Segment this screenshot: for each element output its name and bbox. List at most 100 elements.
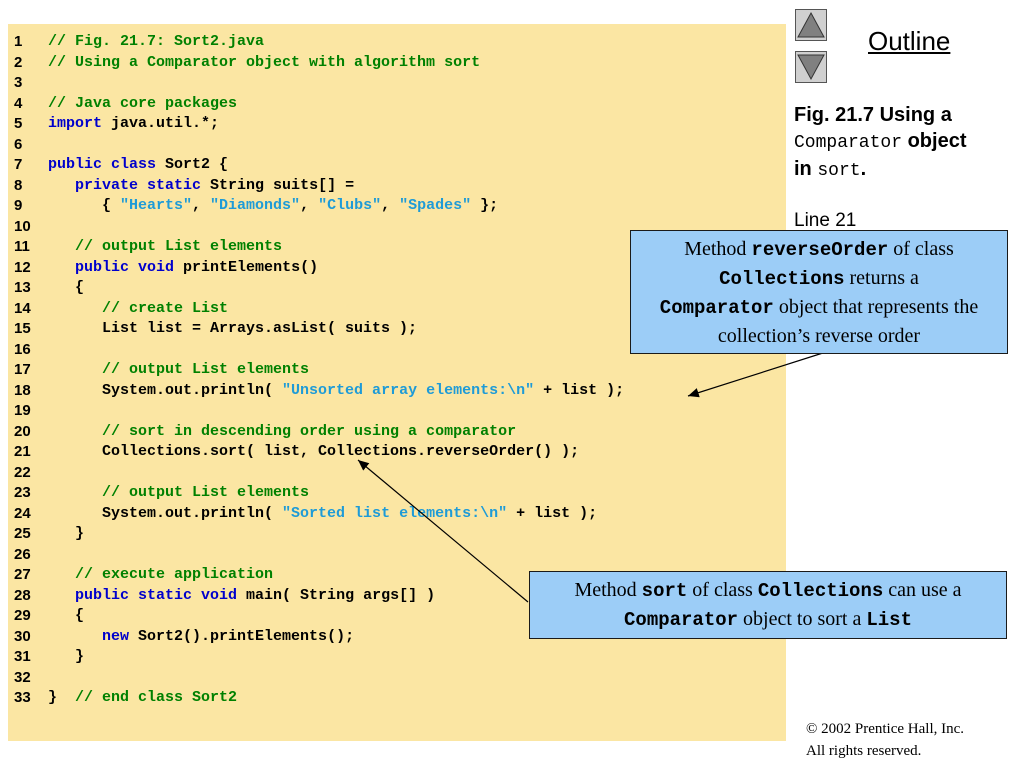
code-text: }	[48, 647, 84, 667]
line-number: 30	[14, 627, 31, 645]
code-text: }	[48, 524, 84, 544]
arrow-sort	[357, 459, 529, 603]
code-token: // output List elements	[48, 238, 283, 255]
line-number: 21	[14, 443, 31, 460]
code-token: java.util.*;	[102, 115, 220, 132]
code-text: // Using a Comparator object with algori…	[48, 53, 480, 73]
code-token: System.out.println(	[48, 504, 283, 522]
line-number: 32	[14, 668, 31, 686]
line-number: 13	[14, 279, 31, 296]
code-token: "Unsorted array elements:\n"	[282, 381, 535, 399]
line-number: 33	[14, 689, 31, 706]
line-number: 4	[14, 94, 23, 112]
line-number: 12	[14, 258, 31, 276]
line-number: 20	[14, 422, 31, 440]
code-text: new Sort2().printElements();	[48, 627, 354, 647]
code-token: // output List elements	[48, 361, 310, 378]
line-number: 11	[14, 238, 30, 255]
code-token: Sort2 {	[156, 156, 229, 173]
callout2-text2: of class	[687, 579, 758, 601]
callout1-mono-reverseorder: reverseOrder	[751, 239, 889, 261]
code-text: List list = Arrays.asList( suits );	[48, 319, 417, 339]
callout2-mono-sort: sort	[641, 580, 688, 602]
code-token: "Hearts"	[120, 197, 193, 214]
code-token: // output List elements	[48, 484, 310, 501]
caption-mono-comparator: Comparator	[794, 133, 903, 153]
code-token: public void	[75, 258, 175, 276]
caption-object: object	[902, 130, 967, 152]
line-number: 23	[14, 484, 31, 501]
line-number: 22	[14, 463, 31, 481]
figure-caption: Fig. 21.7 Using a Comparator object in s…	[794, 102, 1019, 184]
code-token: // Java core packages	[48, 94, 238, 112]
callout2-mono-collections: Collections	[757, 580, 884, 602]
code-token: String suits[] =	[201, 176, 355, 194]
callout1-text1: Method	[684, 238, 752, 260]
code-text: import java.util.*;	[48, 114, 219, 134]
code-text: // sort in descending order using a comp…	[48, 422, 516, 442]
code-text: public void printElements()	[48, 258, 318, 278]
callout1-text3: returns a	[844, 267, 919, 289]
line-number: 9	[14, 197, 23, 214]
code-token: // Using a Comparator object with algori…	[48, 53, 481, 71]
callout2-mono-list: List	[866, 609, 912, 631]
previous-slide-button[interactable]	[795, 9, 827, 41]
code-token: "Spades"	[399, 197, 472, 214]
code-token: import	[48, 115, 103, 132]
callout1-mono-comparator: Comparator	[659, 297, 774, 319]
code-token: {	[48, 607, 85, 624]
code-token: "Diamonds"	[210, 197, 301, 214]
code-token: main( String args[] )	[237, 586, 436, 604]
callout2-mono-comparator: Comparator	[624, 609, 739, 631]
line-number: 31	[14, 648, 31, 665]
next-slide-button[interactable]	[795, 51, 827, 83]
callout2-text3: can use a	[883, 579, 962, 601]
code-token: Sort2().printElements();	[129, 627, 355, 645]
line-number: 3	[14, 74, 23, 91]
callout1-text2: of class	[888, 238, 954, 260]
code-text: {	[48, 606, 84, 626]
line-number: 27	[14, 566, 31, 583]
code-text: // output List elements	[48, 237, 282, 257]
outline-link[interactable]: Outline	[868, 26, 951, 56]
caption-mono-sort: sort	[817, 161, 861, 181]
line-reference: Line 21	[794, 210, 857, 231]
callout1-mono-collections: Collections	[719, 268, 845, 290]
code-token: System.out.println(	[48, 381, 283, 399]
code-token: };	[471, 197, 499, 214]
line-number: 7	[14, 156, 23, 173]
code-text: public class Sort2 {	[48, 155, 228, 175]
code-text: } // end class Sort2	[48, 688, 237, 708]
code-token: ,	[300, 197, 319, 214]
line-number: 6	[14, 135, 23, 153]
code-token: Collections.sort( list, Collections.reve…	[48, 443, 580, 460]
code-token: public class	[48, 156, 157, 173]
copyright-line2: All rights reserved.	[806, 743, 922, 759]
callout2-text4: object to sort a	[738, 608, 867, 630]
code-text: { "Hearts", "Diamonds", "Clubs", "Spades…	[48, 196, 498, 216]
code-token: + list );	[534, 381, 625, 399]
line-number: 25	[14, 525, 31, 542]
code-token: }	[48, 648, 85, 665]
code-text: // output List elements	[48, 360, 309, 380]
callout-reverseorder: Method reverseOrder of class Collections…	[630, 230, 1008, 354]
callout-sort: Method sort of class Collections can use…	[529, 571, 1007, 639]
code-text: // Java core packages	[48, 94, 237, 114]
callout1-text4: object that represents the collection’s …	[717, 296, 979, 347]
code-text: {	[48, 278, 84, 298]
code-token: "Clubs"	[318, 197, 382, 214]
code-text: private static String suits[] =	[48, 176, 354, 196]
code-text: // execute application	[48, 565, 273, 585]
code-text: // output List elements	[48, 483, 309, 503]
code-token: // end class Sort2	[75, 689, 238, 706]
code-token: private static	[75, 176, 202, 194]
caption-in: in	[794, 158, 818, 180]
code-text: public static void main( String args[] )	[48, 586, 435, 606]
code-token: // create List	[48, 299, 229, 317]
arrow-reverseorder	[687, 351, 827, 398]
line-number: 1	[14, 33, 23, 50]
up-arrow-icon	[797, 11, 825, 38]
down-arrow-icon	[797, 54, 825, 81]
line-number: 17	[14, 361, 31, 378]
